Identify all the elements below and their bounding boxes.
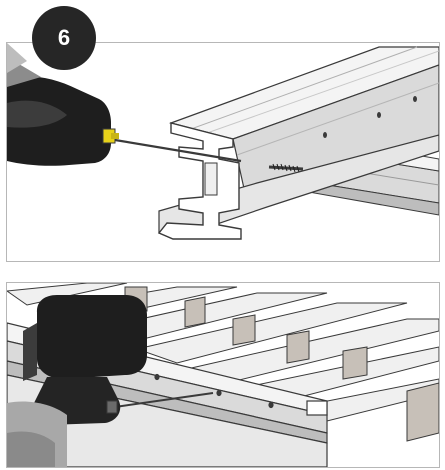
overview-drawing (7, 283, 439, 467)
driver-bit (114, 392, 214, 408)
step-illustration-detail (6, 42, 440, 262)
drill-icon (7, 43, 119, 166)
step-number: 6 (57, 25, 71, 50)
drill-bit (114, 138, 242, 163)
aluminium-profile-icon (157, 46, 439, 240)
screw-icon (268, 163, 304, 173)
step-illustration-overview (6, 282, 440, 468)
impact-driver-icon (7, 295, 147, 467)
step-number-badge: 6 (32, 6, 96, 70)
detail-drawing (7, 43, 439, 240)
